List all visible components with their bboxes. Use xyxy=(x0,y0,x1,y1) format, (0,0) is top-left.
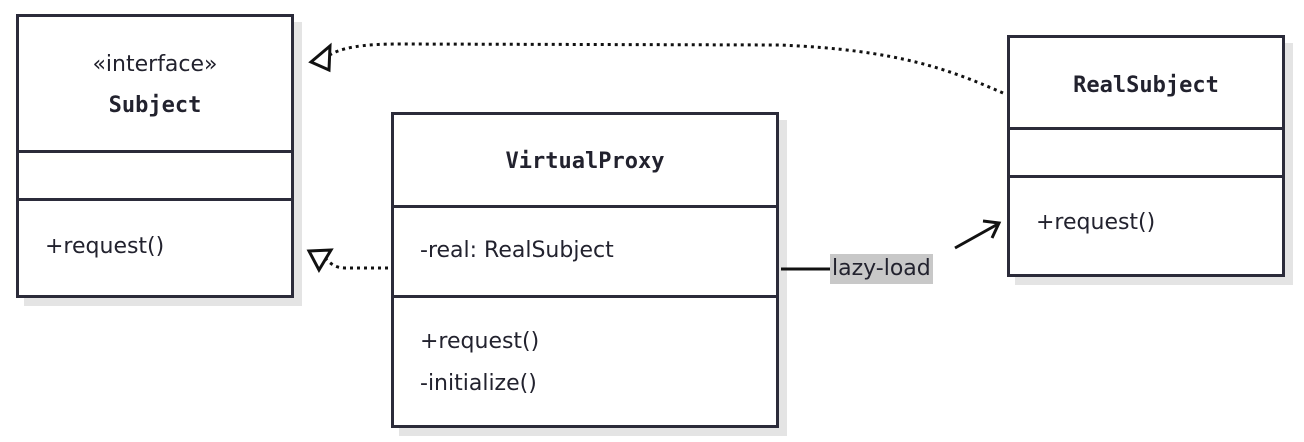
realization-arrowhead-icon xyxy=(306,248,334,274)
realization-edge-realsubject-subject[interactable] xyxy=(327,42,1004,95)
class-subject-methods: +request() xyxy=(19,198,291,295)
class-virtualproxy-method: +request() xyxy=(420,329,540,354)
class-subject-header: «interface» Subject xyxy=(19,17,291,150)
class-subject[interactable]: «interface» Subject +request() xyxy=(16,14,294,298)
class-realsubject-name: RealSubject xyxy=(1073,73,1219,98)
class-virtualproxy-attribute: -real: RealSubject xyxy=(420,238,614,263)
class-virtualproxy-method: -initialize() xyxy=(420,371,537,396)
class-subject-name: Subject xyxy=(108,93,202,118)
realization-edge-virtualproxy-subject[interactable] xyxy=(324,257,388,270)
class-realsubject-attributes xyxy=(1010,127,1282,175)
class-subject-method: +request() xyxy=(45,234,165,259)
class-subject-stereotype: «interface» xyxy=(92,52,218,77)
class-virtualproxy-header: VirtualProxy xyxy=(394,115,776,205)
class-realsubject-method: +request() xyxy=(1036,210,1156,235)
association-edge-virtualproxy-realsubject[interactable] xyxy=(781,222,999,271)
realization-arrowhead-icon xyxy=(308,42,332,73)
class-virtualproxy[interactable]: VirtualProxy -real: RealSubject +request… xyxy=(391,112,779,428)
class-realsubject-methods: +request() xyxy=(1010,175,1282,274)
class-virtualproxy-methods: +request() -initialize() xyxy=(394,295,776,425)
association-label: lazy-load xyxy=(830,254,933,284)
class-subject-attributes xyxy=(19,150,291,198)
class-virtualproxy-name: VirtualProxy xyxy=(505,149,665,174)
class-virtualproxy-attributes: -real: RealSubject xyxy=(394,205,776,295)
class-realsubject-header: RealSubject xyxy=(1010,38,1282,127)
association-arrowhead-icon xyxy=(982,219,1002,239)
class-realsubject[interactable]: RealSubject +request() xyxy=(1007,35,1285,277)
